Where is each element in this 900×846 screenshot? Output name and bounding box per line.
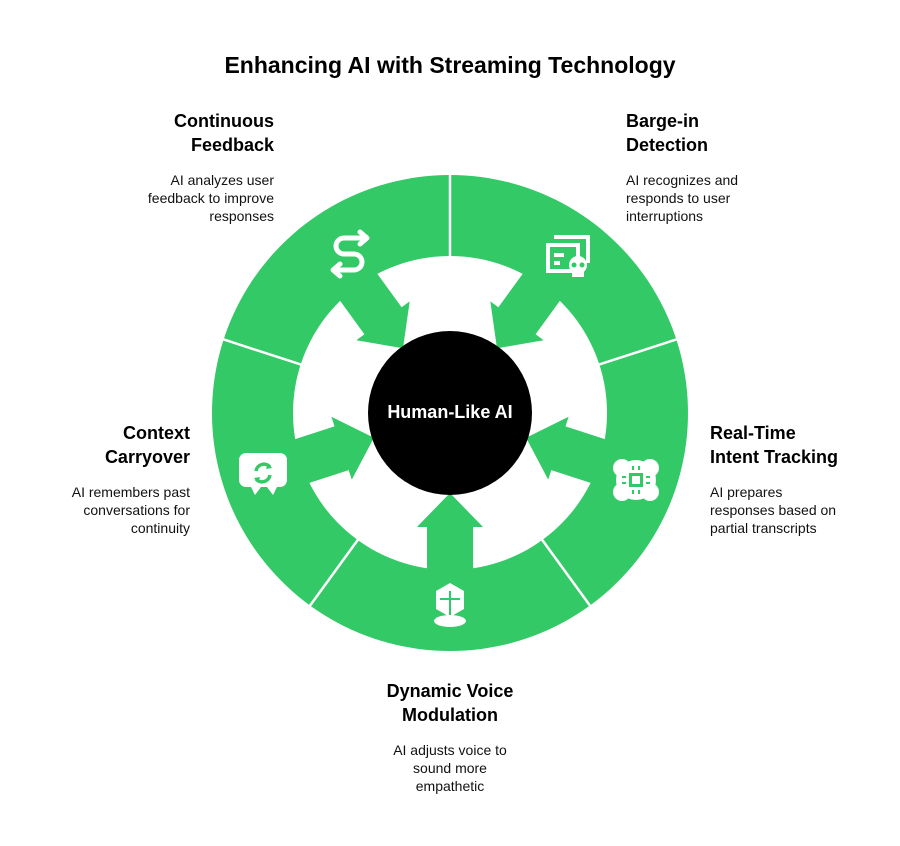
desc-line: responds to user [626, 190, 731, 206]
desc-line: responses based on [710, 502, 837, 518]
title-line: Real-Time [710, 423, 796, 443]
segment-desc-real-time-intent-tracking: AI prepares responses based on partial tra… [710, 483, 900, 537]
title-line: Dynamic Voice [386, 681, 514, 701]
arrow-continuous-feedback [336, 269, 410, 349]
arrow-barge-in-detection [490, 269, 564, 349]
chat-refresh-icon [239, 453, 287, 495]
center-label: Human-Like AI [387, 402, 513, 422]
document-skull-icon [546, 235, 590, 277]
segment-divider [307, 537, 360, 608]
desc-line: sound more [413, 760, 487, 776]
desc-line: AI recognizes and [626, 172, 739, 188]
title-line: Modulation [402, 705, 498, 725]
desc-line: AI analyzes user [170, 172, 275, 188]
route-arrows-icon [330, 229, 370, 279]
cube-pedestal-icon [434, 583, 466, 627]
title-line: Context [123, 423, 190, 443]
desc-line: AI adjusts voice to [393, 742, 507, 758]
segment-desc-dynamic-voice-modulation: AI adjusts voice to sound more empathetic [330, 741, 570, 795]
diagram-title: Enhancing AI with Streaming Technology [224, 52, 676, 78]
title-line: Intent Tracking [710, 447, 839, 467]
desc-line: responses [209, 208, 274, 224]
segment-divider [540, 537, 593, 608]
brain-chip-icon [613, 459, 659, 501]
segment-desc-barge-in-detection: AI recognizes and responds to user interru… [626, 171, 826, 225]
segment-desc-continuous-feedback: AI analyzes user feedback to improve respo… [100, 171, 274, 225]
arrow-context-carryover [289, 416, 374, 485]
segment-divider [221, 337, 303, 367]
arrow-dynamic-voice-modulation [417, 493, 483, 574]
desc-line: interruptions [626, 208, 704, 224]
title-line: Carryover [104, 447, 190, 467]
title-line: Detection [626, 135, 709, 155]
desc-line: conversations for [83, 502, 190, 518]
desc-line: AI prepares [710, 484, 783, 500]
desc-line: partial transcripts [710, 520, 817, 536]
arrows [289, 269, 611, 574]
title-line: Continuous [174, 111, 274, 131]
desc-line: feedback to improve [147, 190, 274, 206]
ring-band [211, 175, 688, 651]
dividers [221, 173, 679, 608]
segment-desc-context-carryover: AI remembers past conversations for contin… [20, 483, 190, 537]
desc-line: AI remembers past [71, 484, 190, 500]
ring [211, 175, 688, 651]
desc-line: empathetic [415, 778, 485, 794]
desc-line: continuity [130, 520, 190, 536]
center-circle [368, 331, 532, 495]
title-line: Barge-in [626, 111, 700, 131]
arrow-real-time-intent-tracking [526, 416, 611, 485]
title-line: Feedback [190, 135, 274, 155]
segment-divider [597, 337, 679, 367]
